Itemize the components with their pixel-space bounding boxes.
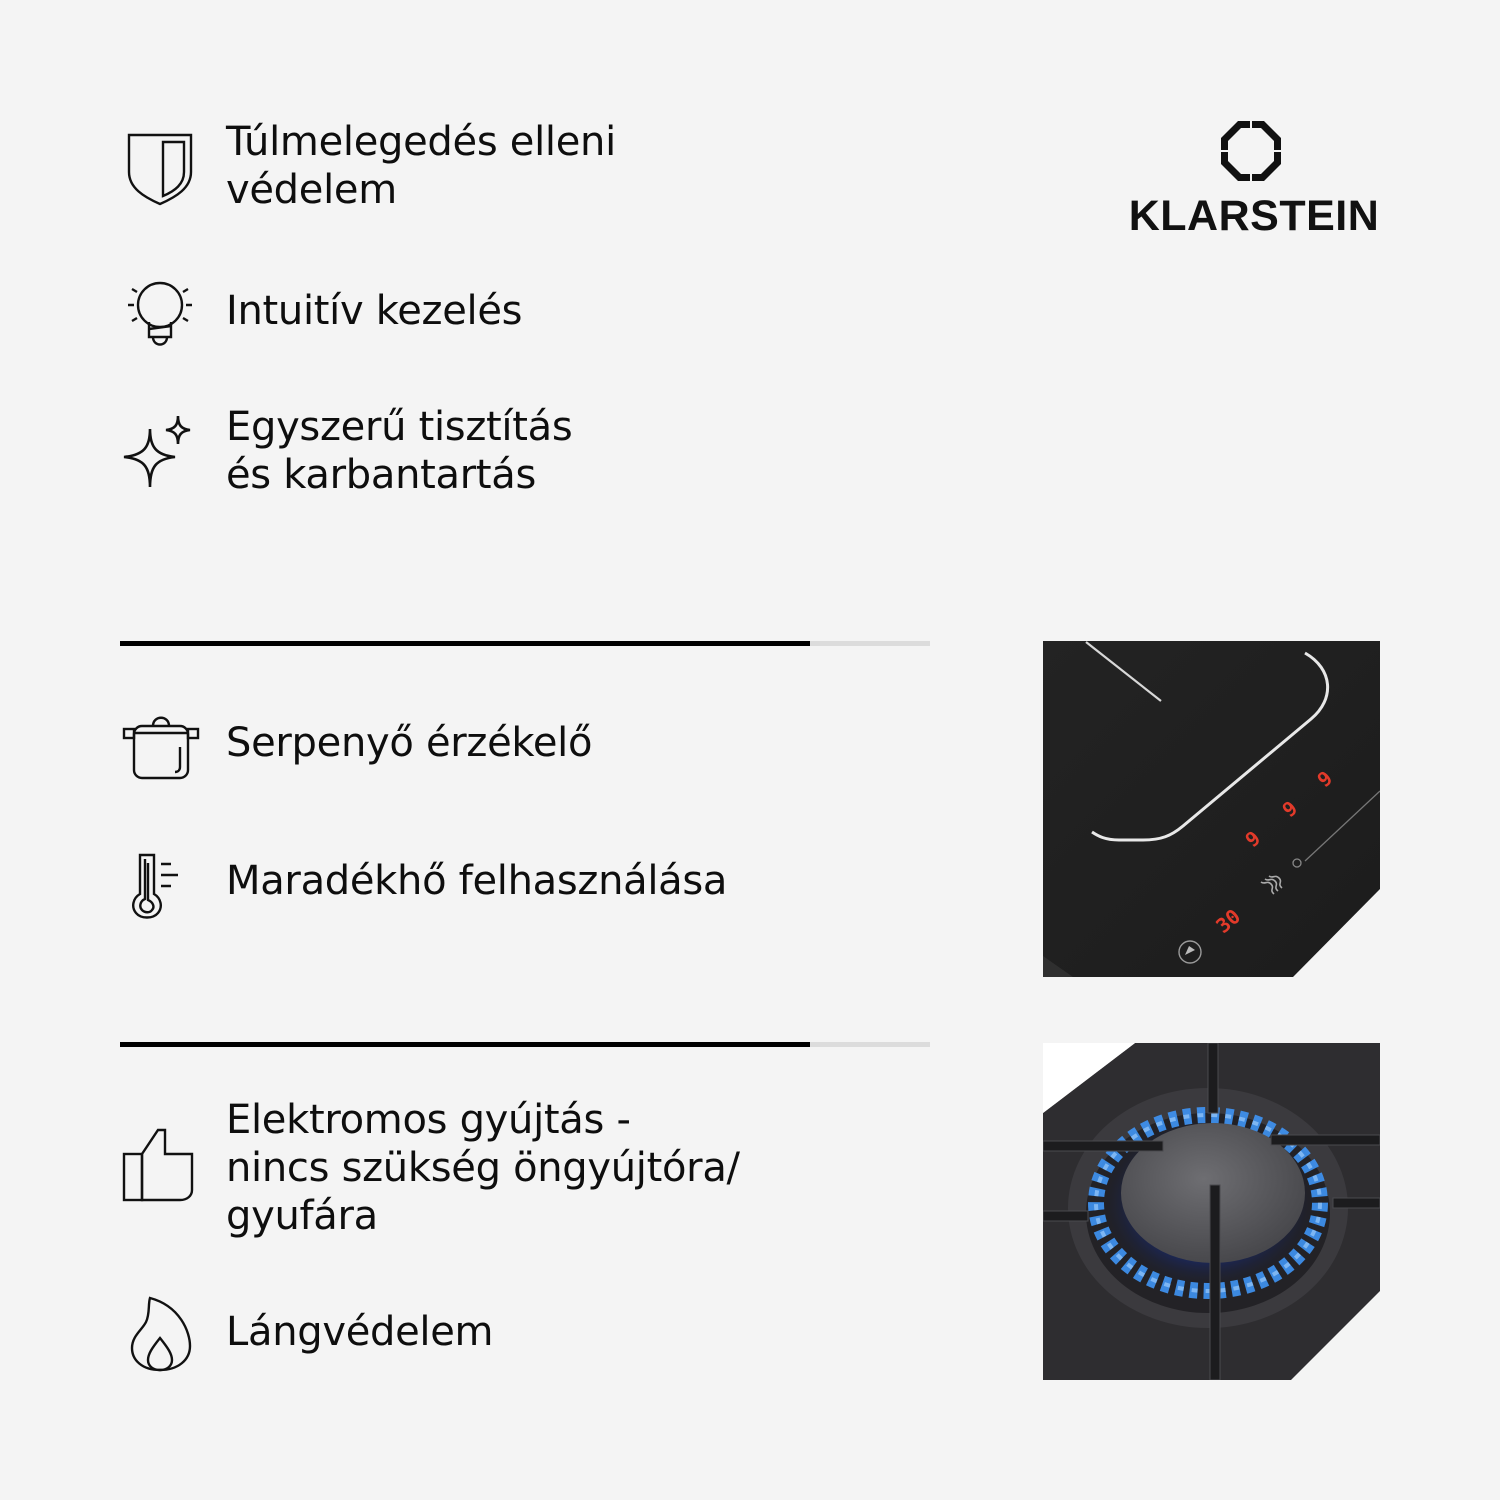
sparkle-icon [120,411,200,491]
thermometer-icon [120,845,200,925]
feature-line: Maradékhő felhasználása [226,858,728,904]
feature-line: Intuitív kezelés [226,288,523,334]
flame-icon [120,1294,200,1374]
feature-line: és karbantartás [226,452,537,498]
thumbs-up-icon [120,1126,200,1206]
section-divider [120,641,930,646]
cooking-pot-icon [120,707,200,787]
feature-line: Egyszerű tisztítás [226,404,573,450]
feature-text: Lángvédelem [226,1308,494,1356]
feature-text: Túlmelegedés elleni védelem [226,118,616,214]
divider-progress [120,1042,810,1047]
divider-progress [120,641,810,646]
shield-icon [120,126,200,206]
feature-line: gyufára [226,1193,378,1239]
feature-line: Túlmelegedés elleni [226,119,616,165]
brand-logo: KLARSTEIN [1124,118,1384,240]
brand-wordmark: KLARSTEIN [1128,192,1380,240]
gas-burner-photo [1043,1043,1380,1380]
feature-line: Serpenyő érzékelő [226,720,593,766]
section-divider [120,1042,930,1047]
feature-line: Elektromos gyújtás - [226,1097,631,1143]
feature-line: nincs szükség öngyújtóra/ [226,1145,740,1191]
lightbulb-icon [120,275,200,355]
feature-text: Elektromos gyújtás - nincs szükség öngyú… [226,1096,740,1240]
induction-hob-photo: 9 9 9 30 [1043,641,1380,978]
octagon-bracket-logo-icon [1221,121,1281,181]
feature-text: Maradékhő felhasználása [226,857,727,905]
feature-text: Intuitív kezelés [226,287,523,335]
feature-line: Lángvédelem [226,1309,494,1355]
feature-text: Serpenyő érzékelő [226,719,592,767]
feature-text: Egyszerű tisztítás és karbantartás [226,403,573,499]
feature-line: védelem [226,167,397,213]
